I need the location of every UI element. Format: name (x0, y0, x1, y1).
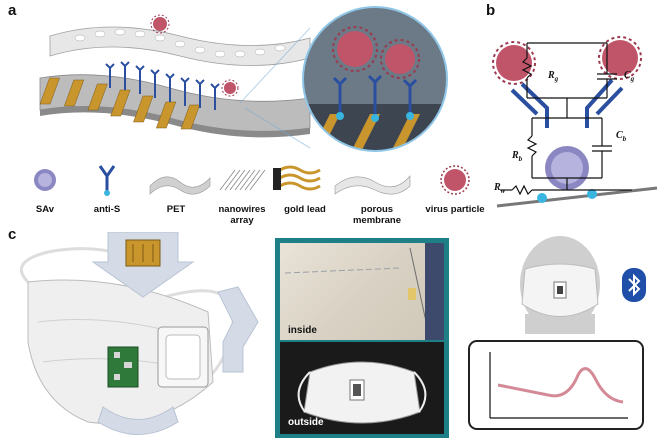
pet-sheet-icon (149, 176, 211, 195)
label-rb: Rb (512, 150, 523, 163)
porous-membrane-icon (334, 175, 411, 195)
legend-label-pet: PET (166, 204, 186, 215)
sav-icon (34, 169, 56, 191)
label-rg: Rg (548, 70, 559, 83)
virus-particle (380, 39, 420, 79)
phone-signal-display (468, 340, 644, 430)
equivalent-circuit (492, 36, 658, 208)
antibody-pair (510, 78, 624, 128)
virus-particle (150, 14, 170, 34)
signal-trace (497, 367, 624, 404)
nanowires-icon (219, 169, 266, 191)
antibody-icon (98, 165, 116, 192)
phone-frame (468, 340, 644, 430)
photo-frame: inside outside (275, 238, 449, 438)
label-cg: Cg (624, 70, 635, 83)
legend-label-virus: virus particle (425, 204, 485, 215)
sav-molecule (545, 146, 589, 190)
legend-label-gold-lead: gold lead (284, 204, 326, 215)
flip-arrow (97, 406, 179, 435)
zoom-inset (302, 6, 448, 152)
panel-label-b: b (486, 2, 496, 19)
virus-particle (332, 26, 378, 72)
label-cb: Cb (616, 130, 627, 143)
bluetooth-icon (622, 268, 646, 302)
circuit-board (107, 346, 139, 388)
photo-caption-inside: inside (288, 325, 317, 336)
device-stack-illustration (39, 14, 311, 149)
panel-label-a: a (8, 2, 17, 19)
legend-label-porous-membrane: porous membrane (352, 204, 402, 226)
wearer-illustration (470, 234, 650, 334)
legend-icons (34, 165, 470, 196)
legend-label-anti-s: anti-S (93, 204, 121, 215)
photo-outside (280, 342, 444, 434)
gold-lead-icon (279, 165, 321, 191)
mask-with-sensor-illustration (19, 232, 259, 435)
membrane-pores (74, 28, 286, 58)
antibody-array (105, 61, 220, 110)
panel-label-c: c (8, 226, 17, 243)
rotate-arrow (217, 286, 259, 373)
virus-particle (492, 41, 536, 85)
virus-icon (440, 165, 470, 195)
photo-caption-outside: outside (288, 417, 324, 428)
virus-particle (221, 79, 239, 97)
photo-inside (280, 243, 444, 340)
plot-axes (489, 352, 628, 419)
legend-label-sav: SAv (35, 204, 55, 215)
label-rw: Rw (494, 182, 506, 195)
virus-particle (598, 36, 642, 80)
legend-label-nanowires: nanowires array (218, 204, 266, 226)
